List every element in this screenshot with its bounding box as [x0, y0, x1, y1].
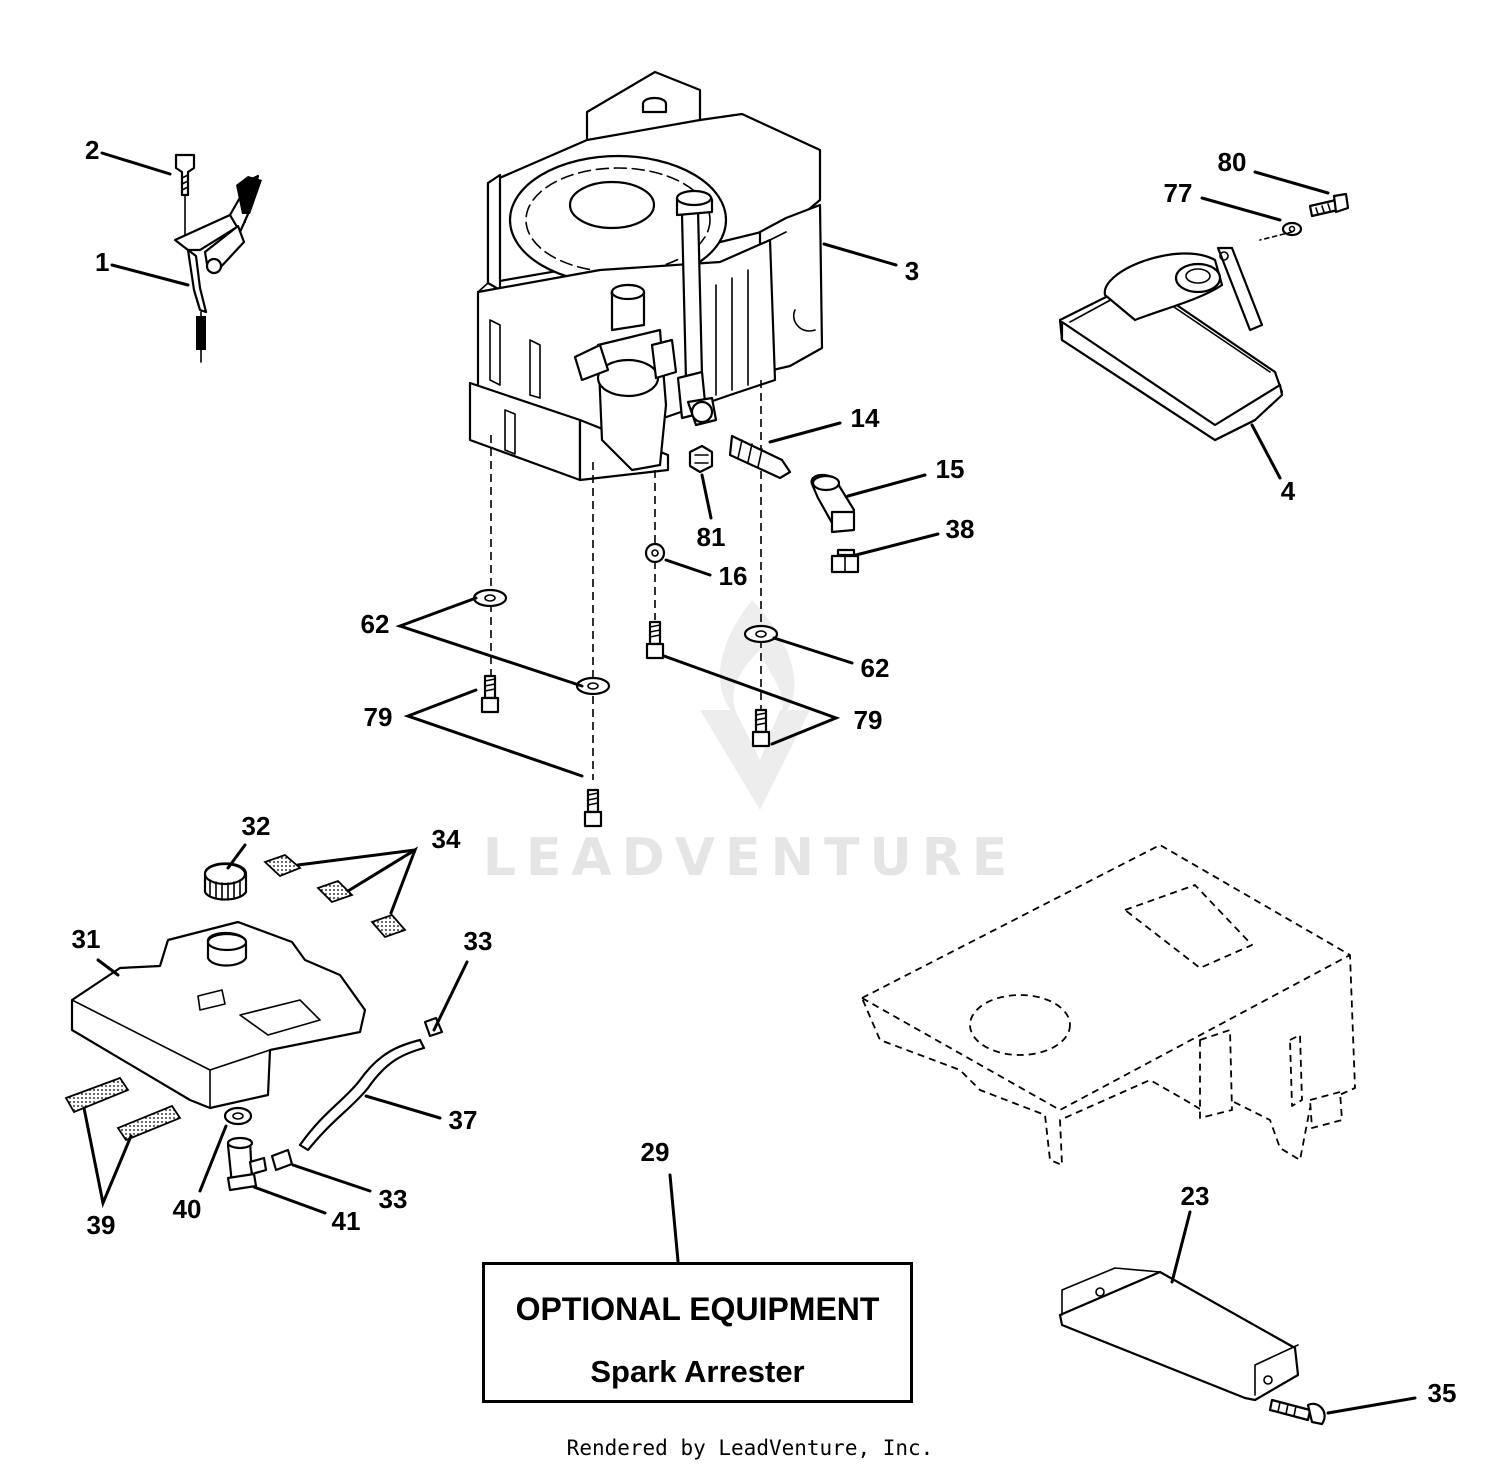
- callout-62-left: 62: [361, 609, 390, 639]
- callout-29: 29: [641, 1137, 670, 1167]
- callout-1: 1: [95, 247, 109, 277]
- mount-hardware: [472, 588, 779, 828]
- callout-81: 81: [697, 522, 726, 552]
- callout-62-right: 62: [861, 653, 890, 683]
- callout-39: 39: [87, 1210, 116, 1240]
- optional-equipment-title: OPTIONAL EQUIPMENT: [515, 1291, 880, 1327]
- callout-numbers: 2 1 3 4 80 77 14 15 38 81 16 62 62 79 79…: [72, 135, 1457, 1408]
- callout-77: 77: [1164, 178, 1193, 208]
- callout-37: 37: [449, 1105, 478, 1135]
- callout-33-bottom: 33: [379, 1184, 408, 1214]
- mounting-guide-lines: [490, 380, 762, 780]
- optional-equipment-box: OPTIONAL EQUIPMENT Spark Arrester: [482, 1262, 913, 1403]
- spark-arrester-label: Spark Arrester: [590, 1354, 805, 1389]
- callout-38: 38: [946, 514, 975, 544]
- fuel-tank-part: [64, 853, 444, 1192]
- callout-23: 23: [1181, 1181, 1210, 1211]
- heat-shield-part: [1058, 1267, 1326, 1426]
- callout-14: 14: [851, 403, 880, 433]
- leader-lines: [82, 151, 1417, 1415]
- throttle-control-part: [173, 153, 262, 363]
- callout-3: 3: [905, 256, 919, 286]
- frame-part: [861, 844, 1356, 1166]
- callout-79-left: 79: [364, 702, 393, 732]
- callout-35: 35: [1428, 1378, 1457, 1408]
- leadventure-watermark: LEADVENTURE: [483, 600, 1018, 888]
- engine-part: [468, 70, 824, 482]
- render-credit: Rendered by LeadVenture, Inc.: [566, 1436, 934, 1460]
- muffler-part: [1058, 192, 1350, 442]
- callout-4: 4: [1281, 476, 1296, 506]
- callout-41: 41: [332, 1206, 361, 1236]
- callout-15: 15: [936, 454, 965, 484]
- callout-31: 31: [72, 924, 101, 954]
- oil-drain-fittings: [644, 434, 860, 574]
- callout-16: 16: [719, 561, 748, 591]
- watermark-text: LEADVENTURE: [483, 828, 1018, 888]
- callout-32: 32: [242, 811, 271, 841]
- callout-2: 2: [85, 135, 99, 165]
- callout-33-top: 33: [464, 926, 493, 956]
- callout-40: 40: [173, 1194, 202, 1224]
- callout-34: 34: [432, 824, 461, 854]
- callout-80: 80: [1218, 147, 1247, 177]
- callout-79-right: 79: [854, 705, 883, 735]
